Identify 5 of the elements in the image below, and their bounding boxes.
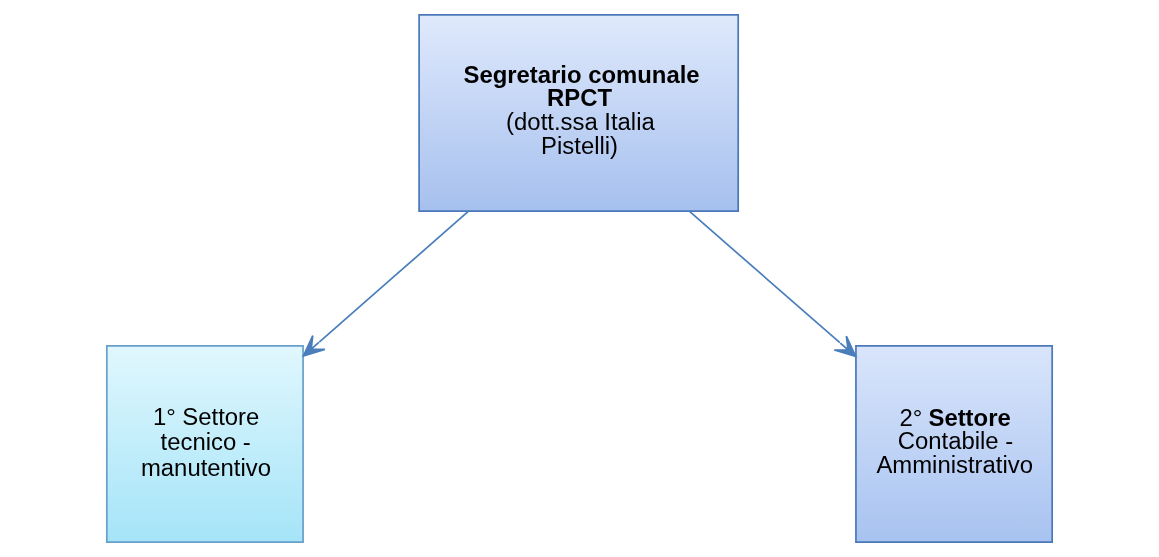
arrow: [688, 210, 857, 358]
node-box: 1° Settore tecnico - manutentivo: [105, 345, 304, 543]
node-box: 2° Settore Contabile - Amministrativo: [855, 345, 1054, 543]
arrow: [302, 210, 470, 357]
node-box: Segretario comunale RPCT (dott.ssa Italia Pistelli): [418, 14, 740, 212]
